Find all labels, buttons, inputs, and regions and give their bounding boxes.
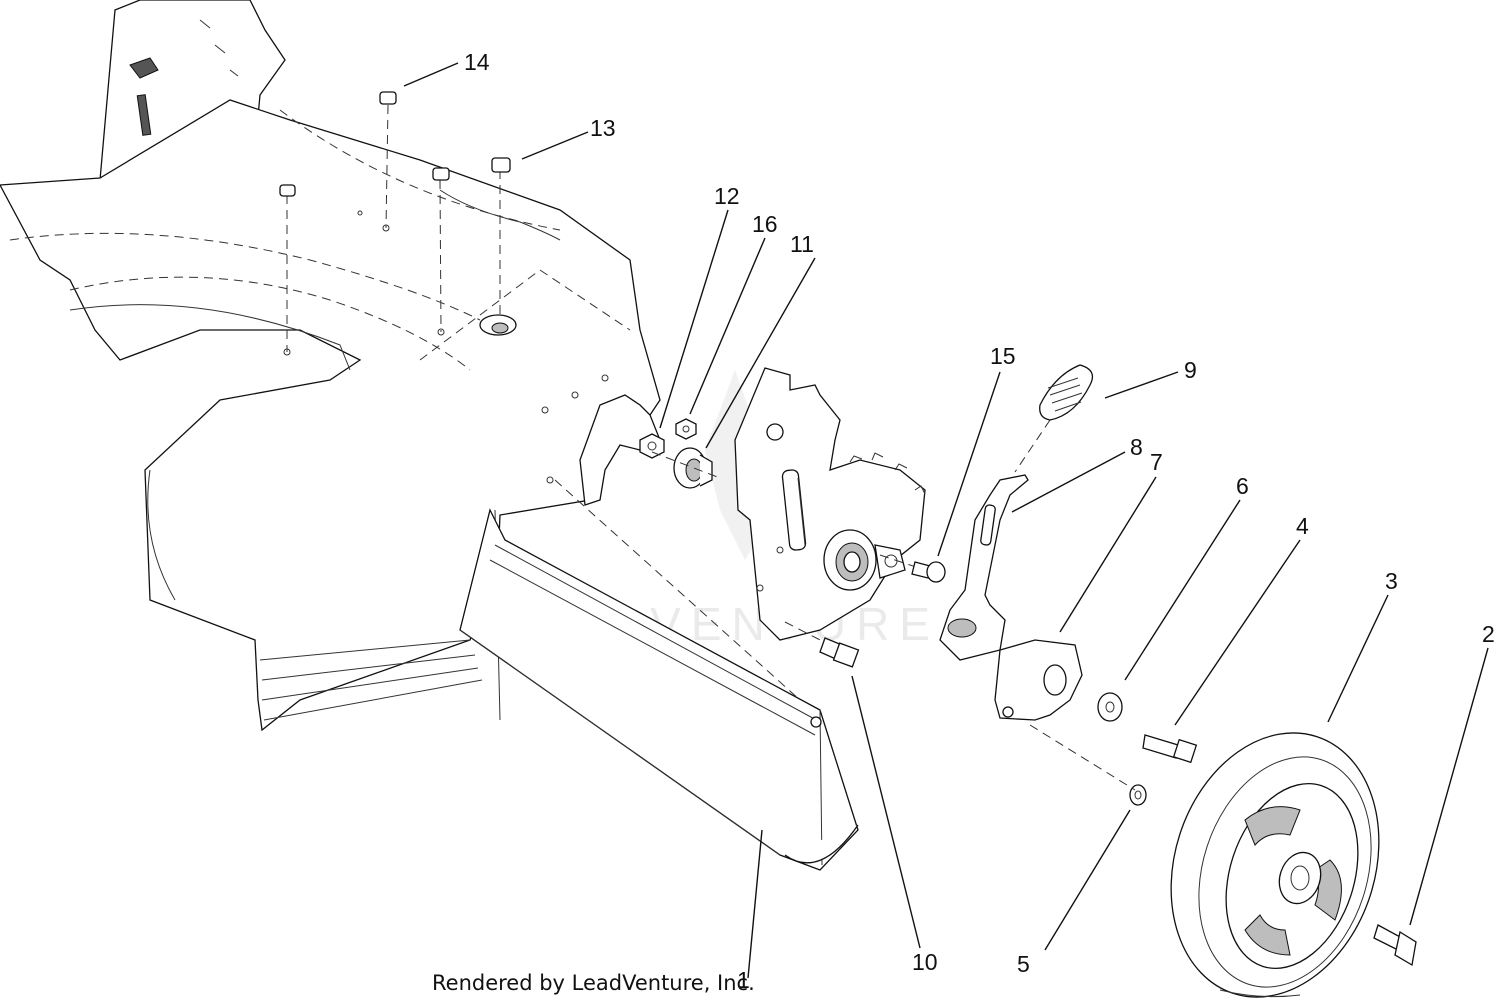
callout-8: 8 xyxy=(1130,434,1143,460)
callout-4: 4 xyxy=(1296,513,1309,539)
bolt-15 xyxy=(879,554,946,583)
washers xyxy=(1029,692,1147,806)
carriage-bolts xyxy=(279,91,511,352)
callout-9: 9 xyxy=(1184,357,1197,383)
axle-bolt-2 xyxy=(1373,924,1417,967)
callout-10: 10 xyxy=(912,949,938,975)
callout-6: 6 xyxy=(1236,473,1249,499)
rear-skirt xyxy=(459,479,859,871)
render-credit: Rendered by LeadVenture, Inc. xyxy=(432,971,755,995)
callout-15: 15 xyxy=(990,343,1016,369)
shoulder-bolt-4 xyxy=(1142,734,1198,764)
callout-12: 12 xyxy=(714,183,740,209)
callout-16: 16 xyxy=(752,211,778,237)
callout-2: 2 xyxy=(1482,621,1495,647)
pivot-plate xyxy=(994,639,1083,721)
callout-1: 1 xyxy=(737,967,750,993)
height-lever xyxy=(939,364,1094,661)
nuts-and-spacer xyxy=(639,418,721,489)
callout-labels: 1 2 3 4 5 6 7 8 9 10 11 12 13 14 15 16 xyxy=(464,49,1495,993)
callout-14: 14 xyxy=(464,49,490,75)
callout-11: 11 xyxy=(790,231,814,257)
leader-lines xyxy=(403,62,1489,979)
callout-7: 7 xyxy=(1150,449,1163,475)
callout-5: 5 xyxy=(1017,951,1030,977)
hex-bolt-10 xyxy=(784,621,860,668)
callout-13: 13 xyxy=(590,115,616,141)
wheel xyxy=(1170,732,1380,998)
callout-3: 3 xyxy=(1385,568,1398,594)
